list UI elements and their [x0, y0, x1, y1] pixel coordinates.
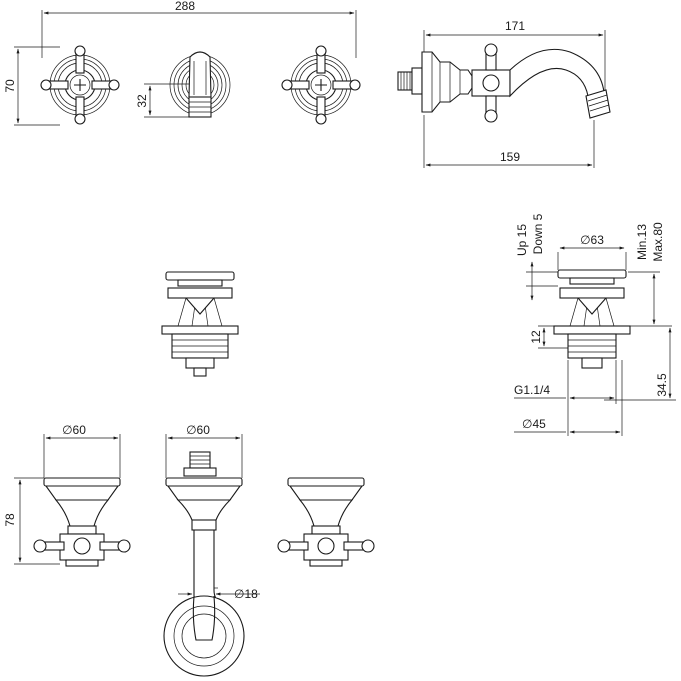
dim-top-height: 70: [3, 46, 60, 126]
spout-60-label: ∅60: [186, 423, 210, 437]
valve-60-label: ∅60: [62, 423, 86, 437]
drain-45-label: ∅45: [522, 417, 546, 431]
dim-171-label: 171: [505, 19, 525, 33]
dim-handle-offset: 32: [135, 83, 190, 118]
dim-overall-width: 288: [41, 0, 357, 58]
right-cross-handle: [281, 45, 361, 125]
spout-18-label: ∅18: [234, 587, 258, 601]
drain-valve-plain: [161, 271, 239, 377]
dim-288-label: 288: [175, 0, 195, 13]
drain-up-label: Up 15: [515, 224, 529, 256]
drain-34-5-label: 34.5: [655, 373, 669, 397]
bottom-left-valve: ∅60 78: [3, 423, 131, 567]
drain-12-label: 12: [529, 330, 543, 344]
dim-70-label: 70: [3, 79, 17, 93]
dim-side-159: 159: [423, 115, 595, 168]
drain-valve-dimensioned: Up 15 Down 5 ∅63 Min.13 Max.80 12: [514, 213, 676, 436]
bottom-right-valve: [277, 477, 375, 567]
dim-32-label: 32: [135, 94, 149, 108]
dim-side-171: 171: [423, 19, 606, 90]
drain-63-label: ∅63: [580, 233, 604, 247]
top-front-view: 288 70 32: [3, 0, 361, 126]
valve-78-label: 78: [3, 513, 17, 527]
top-side-view: 171 159: [397, 19, 611, 168]
drain-g-label: G1.1/4: [514, 383, 550, 397]
drain-down-label: Down 5: [531, 213, 545, 254]
drain-max-label: Max.80: [651, 222, 665, 262]
bottom-spout: ∅60 ∅18: [163, 423, 260, 677]
dim-159-label: 159: [500, 150, 520, 164]
left-cross-handle: [40, 45, 120, 125]
drain-min-label: Min.13: [635, 224, 649, 260]
center-spout-front: [169, 51, 231, 118]
